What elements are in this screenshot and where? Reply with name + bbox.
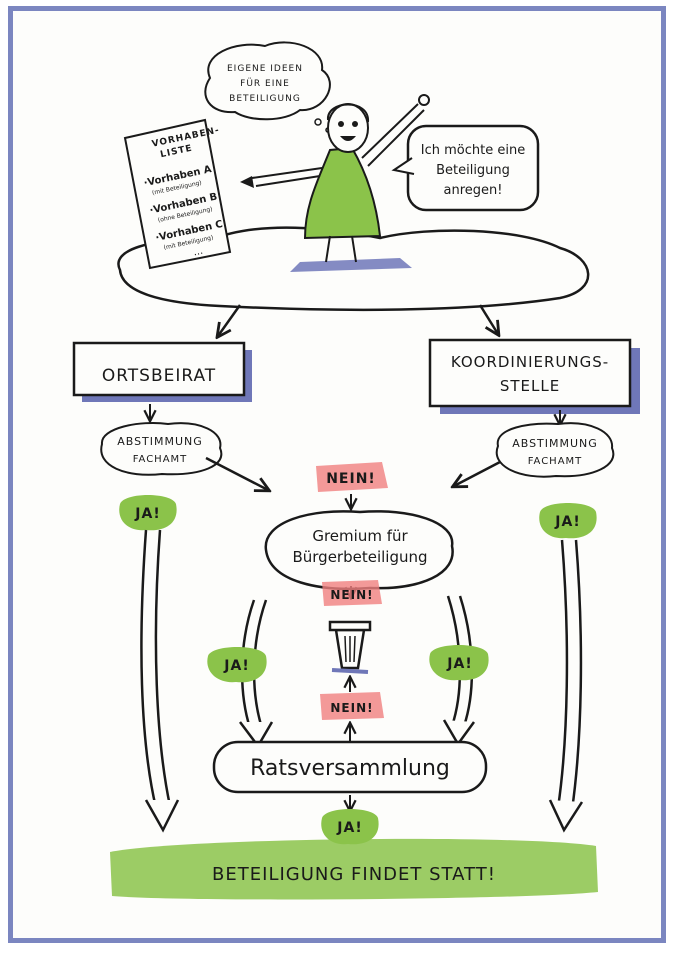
ortsbeirat-box: ORTSBEIRAT	[72, 341, 252, 402]
ja-badge-right-middle: JA!	[429, 645, 489, 681]
vorhaben-list: VORHABEN- LISTE ·Vorhaben A (mit Beteili…	[123, 118, 232, 270]
arrow-right-main	[548, 539, 584, 833]
thought-line-2: FÜR EINE	[240, 78, 290, 89]
arrow-to-koordinierung	[478, 304, 498, 334]
nein-bottom-label: NEIN!	[330, 701, 373, 715]
ja-badge-left-middle: JA!	[207, 647, 267, 683]
koordinierung-line-2: STELLE	[500, 377, 560, 395]
thought-line-3: BETEILIGUNG	[229, 94, 301, 104]
abstimmung-right: ABSTIMMUNG FACHAMT	[495, 422, 615, 478]
arrow-right-to-center	[454, 460, 501, 486]
abstimmung-right-line-2: FACHAMT	[528, 456, 583, 467]
trash-icon	[328, 620, 372, 674]
ja-badge-left-top: JA!	[119, 495, 177, 531]
speech-line-3: anregen!	[444, 183, 503, 198]
arrow-to-ortsbeirat	[218, 304, 242, 336]
ratsversammlung-label: Ratsversammlung	[250, 756, 450, 781]
result-label: BETEILIGUNG FINDET STATT!	[212, 864, 496, 885]
nein-badge-top: NEIN!	[316, 462, 388, 492]
ja-badge-right-top: JA!	[539, 503, 597, 539]
ja-left-middle-label: JA!	[223, 658, 249, 674]
koordinierung-line-1: KOORDINIERUNGS-	[451, 353, 609, 371]
arrow-left-to-center	[205, 456, 268, 490]
ja-badge-bottom: JA!	[321, 809, 379, 845]
abstimmung-left-line-1: ABSTIMMUNG	[117, 435, 203, 448]
gremium-line-1: Gremium für	[312, 527, 408, 545]
abstimmung-right-line-1: ABSTIMMUNG	[512, 437, 598, 450]
list-ellipsis: ...	[192, 246, 204, 259]
abstimmung-left: ABSTIMMUNG FACHAMT	[100, 422, 223, 476]
ortsbeirat-label: ORTSBEIRAT	[102, 366, 216, 386]
ja-right-top-label: JA!	[554, 514, 580, 530]
koordinierung-box: KOORDINIERUNGS- STELLE	[428, 338, 640, 414]
gremium-line-2: Bürgerbeteiligung	[292, 548, 427, 566]
gremium-cloud: Gremium für Bürgerbeteiligung	[264, 510, 454, 591]
ja-left-top-label: JA!	[134, 506, 160, 522]
speech-line-1: Ich möchte eine	[421, 143, 525, 158]
speech-line-2: Beteiligung	[436, 163, 510, 178]
ratsversammlung-box: Ratsversammlung	[212, 740, 488, 794]
arrow-left-main	[140, 529, 180, 833]
thought-line-1: EIGENE IDEEN	[227, 64, 303, 74]
nein-badge-bottom: NEIN!	[320, 692, 384, 720]
thought-bubble: EIGENE IDEEN FÜR EINE BETEILIGUNG	[204, 41, 331, 133]
ja-bottom-label: JA!	[336, 820, 362, 836]
ja-right-middle-label: JA!	[446, 656, 472, 672]
abstimmung-left-line-2: FACHAMT	[133, 454, 188, 465]
result-banner: BETEILIGUNG FINDET STATT!	[110, 838, 598, 900]
person-figure	[240, 94, 430, 272]
nein-badge-middle: NEIN!	[322, 580, 382, 606]
nein-top-label: NEIN!	[326, 471, 376, 487]
nein-middle-label: NEIN!	[330, 588, 373, 602]
speech-bubble: Ich möchte eine Beteiligung anregen!	[391, 124, 540, 212]
